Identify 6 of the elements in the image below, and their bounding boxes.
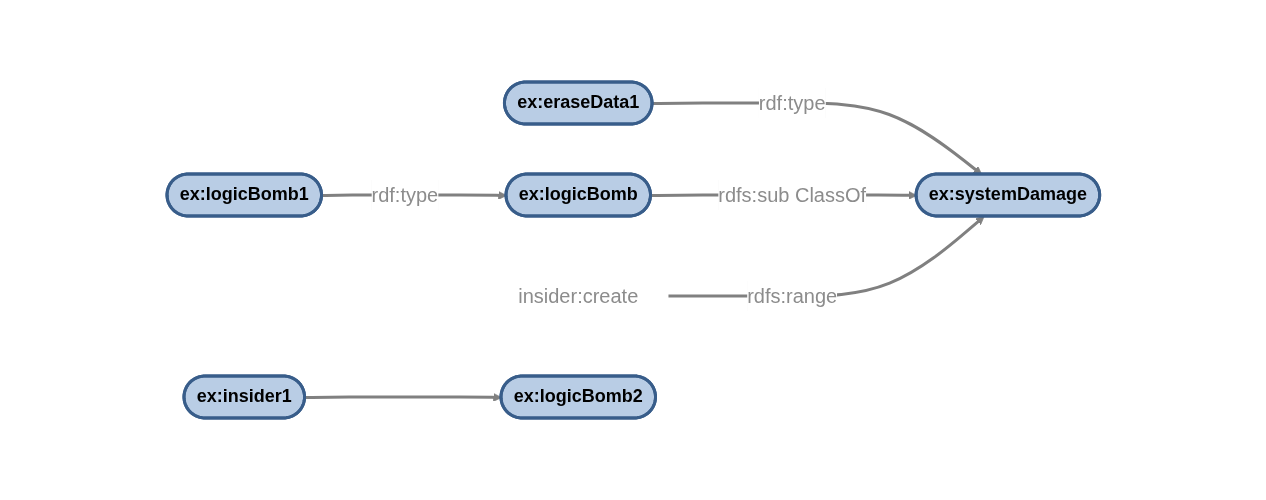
edge-label: rdfs:sub ClassOf xyxy=(717,184,866,206)
edge-label: rdfs:range xyxy=(746,284,837,307)
edge-label: rdf:type xyxy=(371,184,438,206)
edge-label: rdf:type xyxy=(758,92,826,114)
arrow xyxy=(304,393,502,402)
node-text: insider:create xyxy=(517,284,638,307)
